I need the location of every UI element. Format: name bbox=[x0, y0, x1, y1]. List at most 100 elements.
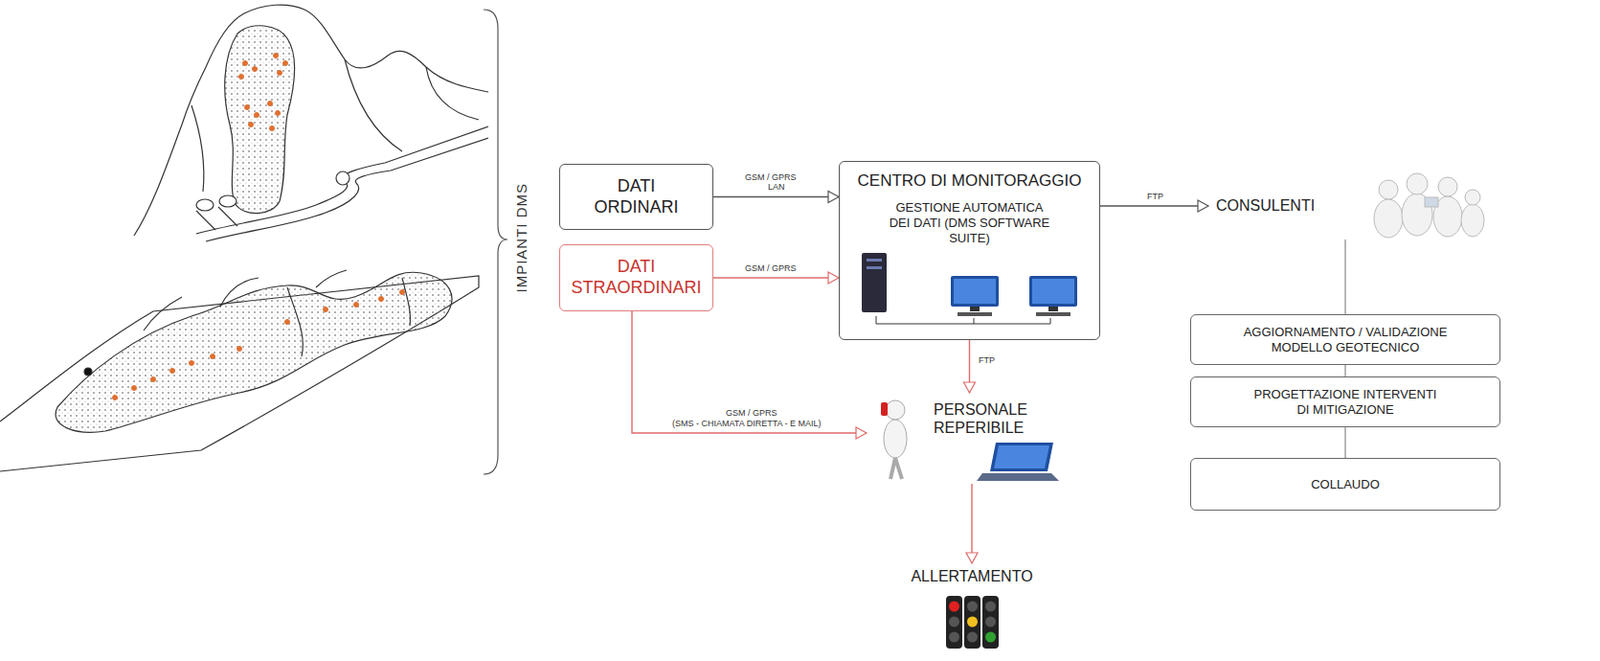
arrow-head bbox=[828, 191, 839, 203]
arrow-head bbox=[964, 382, 976, 393]
monitoring-points-part bbox=[379, 296, 384, 302]
traffic-lights-part bbox=[982, 595, 999, 649]
bracket bbox=[483, 9, 508, 474]
consultants-icon-part bbox=[1461, 203, 1485, 237]
monitoring-points bbox=[112, 290, 406, 401]
monitoring-points-part bbox=[400, 290, 406, 295]
computer-icons-part bbox=[866, 258, 882, 262]
monitoring-points-part bbox=[248, 122, 254, 128]
computer-icons-part bbox=[861, 252, 887, 313]
node-title: DATI STRAORDINARI bbox=[565, 256, 707, 298]
consultants-icon bbox=[1374, 173, 1485, 238]
connector bbox=[1345, 239, 1347, 315]
traffic-lights-part bbox=[985, 631, 996, 643]
connector-label: GSM / GPRS bbox=[743, 173, 799, 183]
connector-label: FTP bbox=[1145, 192, 1166, 203]
slope-sketch-part bbox=[84, 367, 92, 376]
connector bbox=[1345, 364, 1347, 377]
connector bbox=[966, 483, 978, 564]
arrow-head bbox=[966, 552, 978, 564]
computer-icons-part bbox=[1048, 306, 1059, 312]
on-call-staff-node: PERSONALE REPERIBILE bbox=[866, 392, 1063, 484]
traffic-lights-part bbox=[946, 595, 963, 649]
mountain-sketch-part bbox=[134, 4, 489, 236]
connector-label: GSM / GPRS bbox=[743, 264, 799, 274]
connector bbox=[713, 191, 839, 203]
monitoring-points-part bbox=[170, 368, 176, 374]
monitoring-points-part bbox=[323, 307, 329, 313]
computer-icons-part bbox=[950, 275, 999, 307]
connector-line bbox=[1344, 364, 1346, 377]
mountain-sketch-part bbox=[205, 137, 489, 242]
mountain-sketch-part bbox=[344, 59, 403, 152]
connector-line bbox=[713, 196, 839, 198]
mountain-sketch-part bbox=[426, 67, 479, 120]
monitoring-points-part bbox=[210, 354, 216, 360]
consultants-icon-part bbox=[1406, 173, 1428, 195]
traffic-lights-part bbox=[948, 616, 960, 628]
node-title: CENTRO DI MONITORAGGIO bbox=[857, 171, 1082, 191]
arrow-head bbox=[1197, 200, 1209, 212]
computer-icons bbox=[861, 252, 1078, 324]
mountain-sketch-part bbox=[196, 126, 489, 234]
node-title: PERSONALE REPERIBILE bbox=[933, 400, 1059, 437]
connector-label: LAN bbox=[766, 182, 788, 193]
monitoring-points-part bbox=[189, 360, 195, 366]
connector-line bbox=[1344, 427, 1346, 458]
monitoring-points-part bbox=[151, 377, 157, 383]
connector-label: GSM / GPRS bbox=[723, 408, 780, 419]
connector-line bbox=[713, 276, 839, 278]
computer-icons-part bbox=[876, 315, 1051, 324]
arrow-head bbox=[856, 427, 867, 439]
laptop-icon-part bbox=[976, 473, 1060, 481]
monitoring-points-part bbox=[277, 70, 283, 76]
traffic-lights-part bbox=[985, 601, 996, 612]
traffic-lights-part bbox=[967, 631, 978, 643]
traffic-lights-part bbox=[967, 601, 978, 612]
activity-box: AGGIORNAMENTO / VALIDAZIONE MODELLO GEOT… bbox=[1190, 314, 1501, 365]
mountain-sketch bbox=[134, 4, 489, 242]
traffic-lights-part bbox=[985, 616, 996, 628]
connector-line bbox=[631, 311, 867, 433]
person-icon-part bbox=[885, 400, 905, 420]
traffic-lights-part bbox=[948, 631, 960, 643]
mountain-sketch-part bbox=[219, 195, 237, 207]
connector-line bbox=[970, 483, 972, 564]
traffic-lights bbox=[946, 595, 999, 649]
monitoring-points-part bbox=[239, 74, 245, 80]
monitoring-points-part bbox=[354, 302, 360, 308]
monitoring-points-part bbox=[275, 111, 281, 116]
monitoring-centre-box: CENTRO DI MONITORAGGIO GESTIONE AUTOMATIC… bbox=[838, 160, 1101, 340]
consultants-icon-part bbox=[1374, 199, 1403, 238]
computer-icons-part bbox=[1029, 275, 1078, 307]
person-icon bbox=[880, 400, 907, 479]
monitoring-points-part bbox=[283, 61, 289, 67]
computer-icons-part bbox=[969, 306, 980, 312]
connector bbox=[964, 339, 976, 393]
mountain-sketch-part bbox=[336, 171, 350, 185]
node-subtitle: GESTIONE AUTOMATICA DEI DATI (DMS SOFTWA… bbox=[888, 200, 1052, 246]
consultants-icon-part bbox=[1424, 197, 1439, 207]
node-title: AGGIORNAMENTO / VALIDAZIONE MODELLO GEOT… bbox=[1228, 324, 1464, 355]
activity-box: COLLAUDO bbox=[1190, 457, 1501, 511]
consultants-icon-part bbox=[1464, 189, 1481, 205]
monitoring-points-part bbox=[270, 126, 275, 132]
node-title: CONSULENTI bbox=[1216, 196, 1315, 215]
connector-label: (SMS - CHIAMATA DIRETTA - E MAIL) bbox=[670, 419, 824, 429]
computer-icons-part bbox=[957, 312, 992, 316]
traffic-lights-part bbox=[964, 595, 981, 649]
monitoring-points-part bbox=[268, 101, 273, 107]
monitoring-points-part bbox=[254, 112, 260, 118]
node-title: ALLERTAMENTO bbox=[910, 566, 1033, 586]
node-title: DATI ORDINARI bbox=[584, 176, 690, 218]
monitoring-points-part bbox=[237, 346, 243, 352]
traffic-lights-part bbox=[948, 601, 960, 612]
mountain-sketch-part bbox=[196, 206, 238, 230]
slope-sketch-part bbox=[55, 271, 452, 432]
slope-sketch-part bbox=[287, 277, 410, 357]
node-title: PROGETTAZIONE INTERVENTI DI MITIGAZIONE bbox=[1248, 386, 1443, 417]
computer-icons-part bbox=[1032, 278, 1075, 304]
monitoring-points-part bbox=[285, 319, 291, 325]
connector bbox=[1345, 427, 1347, 458]
slope-sketch-part bbox=[143, 270, 347, 331]
